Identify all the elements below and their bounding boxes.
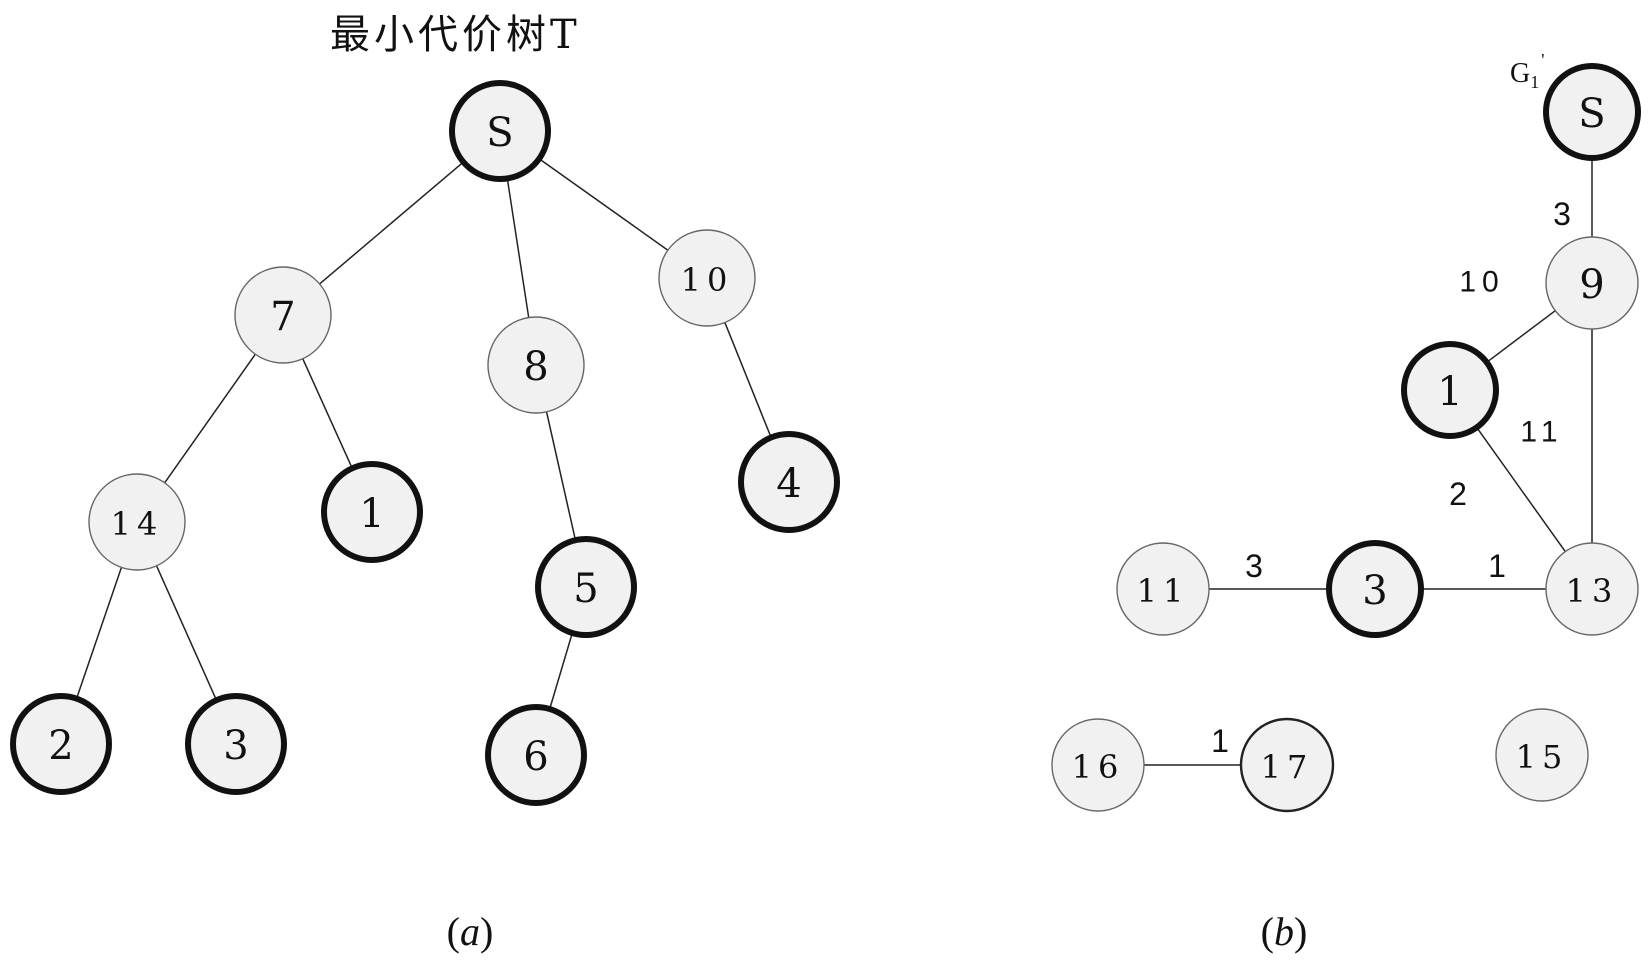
a-node-label-14: 14: [111, 505, 164, 543]
b-edge-weight-11-3: 3: [1245, 548, 1263, 584]
b-node-17: 17: [1241, 719, 1333, 811]
caption-b: (b): [1261, 909, 1308, 954]
a-edge-7-1: [303, 359, 352, 469]
panel-b-edges: [1144, 158, 1592, 765]
b-node-15: 15: [1496, 709, 1588, 801]
a-node-2: 2: [13, 696, 109, 792]
b-node-label-S: S: [1578, 91, 1605, 137]
panel-b-graph: 310112131 S9113311161715: [1052, 66, 1638, 811]
caption-a: (a): [447, 909, 494, 954]
a-node-label-7: 7: [270, 294, 295, 340]
a-node-5: 5: [538, 539, 634, 635]
b-node-label-11: 11: [1137, 572, 1190, 610]
b-edge-weight-S-9: 3: [1553, 196, 1571, 232]
a-node-4: 4: [741, 434, 837, 530]
a-node-label-1: 1: [359, 491, 384, 537]
panel-a-nodes: S 7 8 10 14 1 5 4 2 3 6: [13, 83, 837, 803]
b-node-S: S: [1546, 66, 1638, 158]
b-node-label-13: 13: [1566, 572, 1619, 610]
panel-b-edge-weights: 310112131: [1211, 196, 1571, 759]
b-edge-9-1: [1487, 311, 1556, 363]
a-node-1: 1: [324, 464, 420, 560]
b-node-11: 11: [1117, 543, 1209, 635]
a-node-label-5: 5: [573, 566, 598, 612]
graph-label-letter: G: [1510, 58, 1530, 89]
a-node-label-S: S: [486, 110, 513, 156]
b-edge-weight-9-1: 10: [1459, 266, 1504, 299]
b-node-3: 3: [1329, 543, 1421, 635]
a-node-label-6: 6: [523, 734, 548, 780]
a-node-10: 10: [659, 230, 755, 326]
a-node-14: 14: [89, 474, 185, 570]
b-node-9: 9: [1546, 237, 1638, 329]
a-edge-14-3: [157, 566, 217, 700]
b-node-label-15: 15: [1516, 738, 1569, 776]
panel-a-edges: [77, 159, 772, 709]
b-edge-weight-3-13: 1: [1488, 548, 1506, 584]
a-node-S: S: [452, 83, 548, 179]
b-node-label-17: 17: [1261, 748, 1314, 786]
a-node-7: 7: [235, 267, 331, 363]
a-node-label-10: 10: [681, 261, 734, 299]
b-node-label-9: 9: [1579, 262, 1604, 308]
a-node-label-4: 4: [776, 461, 801, 507]
a-edge-10-4: [725, 323, 771, 438]
b-edge-weight-1-13: 2: [1449, 476, 1467, 512]
b-node-13: 13: [1546, 543, 1638, 635]
panel-a-title: 最小代价树T: [330, 12, 581, 58]
b-edge-weight-9-13: 11: [1520, 416, 1563, 449]
a-node-3: 3: [188, 696, 284, 792]
graph-label-subscript: 1: [1530, 72, 1539, 92]
a-node-6: 6: [488, 707, 584, 803]
b-node-label-3: 3: [1362, 568, 1387, 614]
b-node-1: 1: [1404, 344, 1496, 436]
a-edge-7-14: [165, 354, 256, 483]
a-edge-S-10: [539, 159, 668, 250]
a-edge-5-6: [550, 633, 573, 709]
b-node-label-16: 16: [1072, 748, 1125, 786]
a-node-label-8: 8: [523, 344, 548, 390]
graph-label-prime: ': [1541, 50, 1544, 70]
a-edge-14-2: [77, 567, 122, 698]
a-edge-8-5: [547, 412, 576, 540]
a-edge-S-7: [320, 162, 464, 284]
a-edge-S-8: [507, 178, 528, 317]
a-node-8: 8: [488, 317, 584, 413]
panel-a-tree: S 7 8 10 14 1 5 4 2 3 6: [13, 83, 837, 803]
b-edge-weight-16-17: 1: [1211, 723, 1229, 759]
a-node-label-2: 2: [48, 723, 73, 769]
b-node-16: 16: [1052, 719, 1144, 811]
b-node-label-1: 1: [1437, 369, 1462, 415]
a-node-label-3: 3: [223, 723, 248, 769]
graph-label-g1: G1': [1510, 50, 1544, 92]
